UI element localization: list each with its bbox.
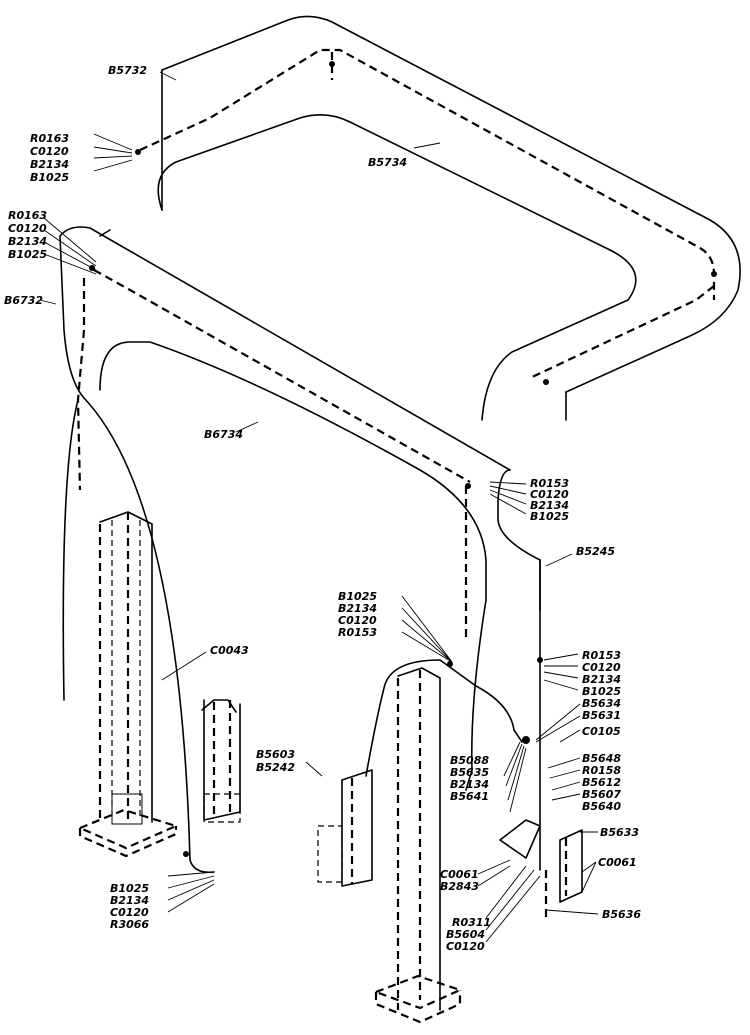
label-c0043: C0043 bbox=[210, 644, 249, 657]
loose-wires bbox=[62, 397, 541, 874]
label-b1025-e: B1025 bbox=[582, 685, 621, 698]
label-r0153-a: R0153 bbox=[530, 477, 569, 490]
side-bracket bbox=[317, 769, 373, 887]
mid-bracket bbox=[201, 699, 241, 823]
label-c0120-c: C0120 bbox=[530, 488, 569, 501]
label-b5088: B5088 bbox=[450, 754, 489, 767]
label-r0153-c: R0153 bbox=[582, 649, 621, 662]
label-b5640: B5640 bbox=[582, 800, 621, 813]
label-b5634: B5634 bbox=[582, 697, 621, 710]
label-b1025-f: B1025 bbox=[110, 882, 149, 895]
label-b2134-g: B2134 bbox=[110, 894, 149, 907]
label-c0105: C0105 bbox=[582, 725, 621, 738]
left-column bbox=[77, 511, 180, 858]
label-b5734: B5734 bbox=[368, 156, 407, 169]
label-b2134-e: B2134 bbox=[582, 673, 621, 686]
right-column bbox=[372, 667, 464, 1024]
label-b2134-c: B2134 bbox=[530, 499, 569, 512]
label-b5604: B5604 bbox=[446, 928, 485, 941]
label-b5603: B5603 bbox=[256, 748, 295, 761]
leader-lines bbox=[39, 71, 599, 943]
label-c0120-a: C0120 bbox=[30, 145, 69, 158]
label-b5732: B5732 bbox=[108, 64, 147, 77]
label-r0311: R0311 bbox=[452, 916, 491, 929]
label-b2134-f: B2134 bbox=[450, 778, 489, 791]
label-b5636: B5636 bbox=[602, 908, 641, 921]
label-r0163-b: R0163 bbox=[8, 209, 47, 222]
front-frame bbox=[59, 226, 541, 640]
label-b5612: B5612 bbox=[582, 776, 621, 789]
label-b1025-b: B1025 bbox=[8, 248, 47, 261]
label-b1025-c: B1025 bbox=[530, 510, 569, 523]
label-b1025-a: B1025 bbox=[30, 171, 69, 184]
label-b2134-a: B2134 bbox=[30, 158, 69, 171]
label-c0120-d: C0120 bbox=[338, 614, 377, 627]
label-c0120-g: C0120 bbox=[446, 940, 485, 953]
mount-plate bbox=[499, 659, 583, 920]
labels: B5732 B5734 R0163 C0120 B2134 B1025 R016… bbox=[4, 64, 641, 953]
label-b6732: B6732 bbox=[4, 294, 43, 307]
label-c0120-b: C0120 bbox=[8, 222, 47, 235]
connectors bbox=[89, 61, 717, 857]
label-b5631: B5631 bbox=[582, 709, 621, 722]
rear-frame bbox=[139, 15, 741, 421]
label-b5607: B5607 bbox=[582, 788, 621, 801]
label-b5641: B5641 bbox=[450, 790, 489, 803]
label-b5242: B5242 bbox=[256, 761, 295, 774]
label-b5245: B5245 bbox=[576, 545, 615, 558]
label-b1025-d: B1025 bbox=[338, 590, 377, 603]
label-b5635: B5635 bbox=[450, 766, 489, 779]
label-c0061-b: C0061 bbox=[440, 868, 479, 881]
label-b5648: B5648 bbox=[582, 752, 621, 765]
label-r0158: R0158 bbox=[582, 764, 621, 777]
label-c0061-a: C0061 bbox=[598, 856, 637, 869]
label-b5633: B5633 bbox=[600, 826, 639, 839]
label-b2134-b: B2134 bbox=[8, 235, 47, 248]
label-b2134-d: B2134 bbox=[338, 602, 377, 615]
label-c0120-e: C0120 bbox=[582, 661, 621, 674]
label-c0120-f: C0120 bbox=[110, 906, 149, 919]
label-r0153-b: R0153 bbox=[338, 626, 377, 639]
label-b6734: B6734 bbox=[204, 428, 243, 441]
label-b2843: B2843 bbox=[440, 880, 479, 893]
label-r3066: R3066 bbox=[110, 918, 149, 931]
label-r0163-a: R0163 bbox=[30, 132, 69, 145]
